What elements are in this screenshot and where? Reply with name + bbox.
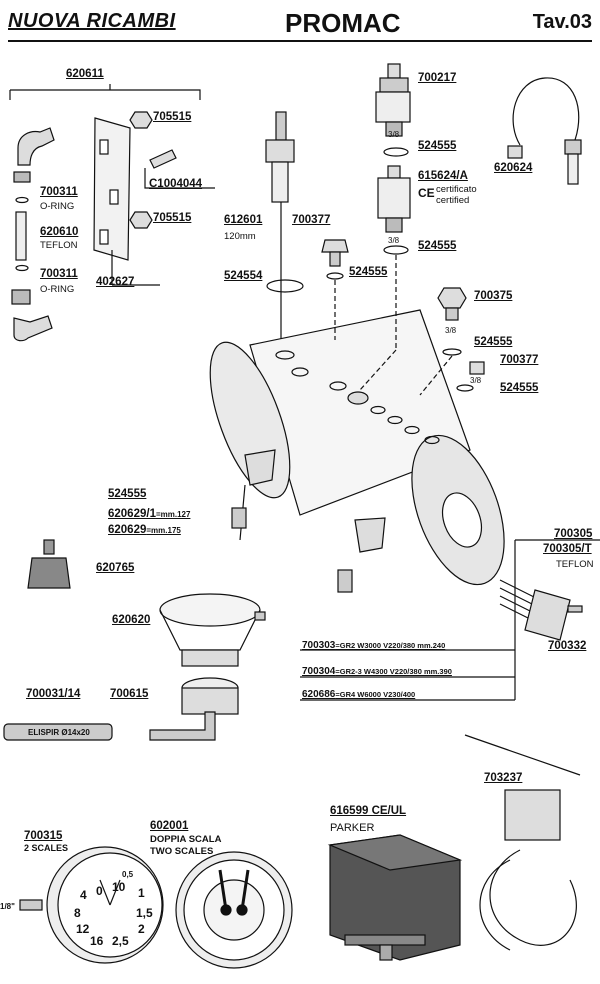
gauge-tick-2-5: 2,5 <box>112 934 129 948</box>
label-703237: 703237 <box>484 772 523 784</box>
label-616599: 616599 CE/UL <box>330 805 407 817</box>
label-524555-c: 524555 <box>418 240 457 252</box>
label-certified: certified <box>436 195 470 206</box>
gauge-tick-12: 12 <box>76 922 90 936</box>
gauge-tick-2: 2 <box>138 922 145 936</box>
label-thread-b: 3/8 <box>388 236 400 245</box>
label-620629: 620629=mm.175 <box>108 524 181 536</box>
heating-element-700305 <box>499 579 583 641</box>
label-700377-right: 700377 <box>500 354 539 366</box>
pipe-620610 <box>15 211 29 272</box>
label-612601: 612601 <box>224 214 263 226</box>
table-number: Tav.03 <box>532 11 592 33</box>
level-probe-612601 <box>265 111 304 340</box>
gauge-tick-0: 0 <box>96 884 103 898</box>
label-700303: 700303=GR2 W3000 V220/380 mm.240 <box>302 640 446 651</box>
nut-705515-bottom <box>129 211 153 229</box>
hose-700031 <box>3 723 113 741</box>
gauge-tick-1: 1 <box>138 886 145 900</box>
gauge-tick-16: 16 <box>90 934 104 948</box>
label-thread-c: 3/8 <box>445 326 457 335</box>
bottom-fitting-left <box>231 449 276 541</box>
safety-valve-615624a <box>377 165 411 255</box>
gauge-tick-10: 10 <box>112 880 126 894</box>
label-700305: 700305 <box>554 528 593 540</box>
label-teflon-element: TEFLON <box>556 559 594 570</box>
foot-620765 <box>27 539 71 589</box>
gauge-tick-0-5: 0,5 <box>122 870 134 879</box>
label-524554: 524554 <box>224 270 263 282</box>
bottom-fitting-right <box>337 517 386 593</box>
label-700304: 700304=GR2-3 W4300 V220/380 mm.390 <box>302 666 452 677</box>
elbow-fitting-top <box>13 127 55 204</box>
label-700375: 700375 <box>474 290 513 302</box>
funnel-620620 <box>159 593 266 667</box>
label-620765: 620765 <box>96 562 135 574</box>
label-parker: PARKER <box>330 822 375 834</box>
pressure-switch-616599 <box>327 834 463 961</box>
label-probe-length: 120mm <box>224 231 256 242</box>
label-524555-f: 524555 <box>108 488 147 500</box>
label-620611: 620611 <box>66 68 104 80</box>
label-620610: 620610 <box>40 226 79 238</box>
label-oring-bottom: O-RING <box>40 284 75 295</box>
bracket-plate-402627 <box>93 117 160 286</box>
label-524555-a: 524555 <box>349 266 388 278</box>
elbow-fitting-bottom <box>11 289 53 342</box>
brand-logo: NUOVA RICAMBI <box>8 10 176 32</box>
gauge-tick-8: 8 <box>74 906 81 920</box>
label-c1004044: C1004044 <box>149 178 203 190</box>
label-705515-bottom: 705515 <box>153 212 192 224</box>
label-620686: 620686=GR4 W6000 V230/400 <box>302 689 416 700</box>
label-700311-bottom: 700311 <box>40 268 78 280</box>
gauge-tick-4: 4 <box>80 888 87 902</box>
header-divider <box>8 40 592 42</box>
valve-700217 <box>375 63 411 157</box>
boiler-body <box>209 309 505 586</box>
connector-c1004044 <box>149 149 177 169</box>
label-two-scales: TWO SCALES <box>150 846 214 857</box>
label-700377-top: 700377 <box>292 214 331 226</box>
label-thread-e: 1/8" <box>0 902 15 911</box>
label-602001: 602001 <box>150 820 189 832</box>
label-700332: 700332 <box>548 640 587 652</box>
label-700315: 700315 <box>24 830 63 842</box>
label-524555-e: 524555 <box>500 382 539 394</box>
label-700031: 700031/14 <box>26 688 81 700</box>
label-2-scales: 2 SCALES <box>24 843 69 853</box>
label-700615: 700615 <box>110 688 149 700</box>
label-700305t: 700305/T <box>543 543 592 555</box>
label-620620: 620620 <box>112 614 151 626</box>
label-oring-top: O-RING <box>40 201 75 212</box>
page-title: PROMAC <box>285 8 401 38</box>
label-620629-1: 620629/1=mm.127 <box>108 508 191 520</box>
gauge-tick-1-5: 1,5 <box>136 906 153 920</box>
label-700311-top: 700311 <box>40 186 78 198</box>
sensor-620624 <box>507 77 582 185</box>
label-620624: 620624 <box>494 162 533 174</box>
thermostat-703237 <box>464 734 581 951</box>
label-524555-b: 524555 <box>418 140 457 152</box>
fitting-700615 <box>149 677 239 741</box>
label-thread-d: 3/8 <box>470 376 482 385</box>
label-700217: 700217 <box>418 72 457 84</box>
label-doppia-scala: DOPPIA SCALA <box>150 834 222 845</box>
group-bracket-620611 <box>9 84 201 100</box>
gauge-602001 <box>175 851 293 969</box>
ce-mark: CE <box>418 186 435 200</box>
label-402627: 402627 <box>96 276 135 288</box>
label-705515-top: 705515 <box>153 111 192 123</box>
nut-705515-top <box>129 111 153 129</box>
label-teflon-pipe: TEFLON <box>40 240 78 251</box>
gauge-700315 <box>19 846 164 964</box>
plug-700377-right <box>469 361 485 375</box>
label-thread-a: 3/8 <box>388 130 400 139</box>
cap-700375 <box>437 287 467 309</box>
label-certificato: certificato <box>436 184 477 195</box>
plug-700377-top <box>321 239 349 253</box>
label-elispir: ELISPIR Ø14x20 <box>28 728 90 737</box>
label-524555-d: 524555 <box>474 336 513 348</box>
label-615624a: 615624/A <box>418 170 468 182</box>
